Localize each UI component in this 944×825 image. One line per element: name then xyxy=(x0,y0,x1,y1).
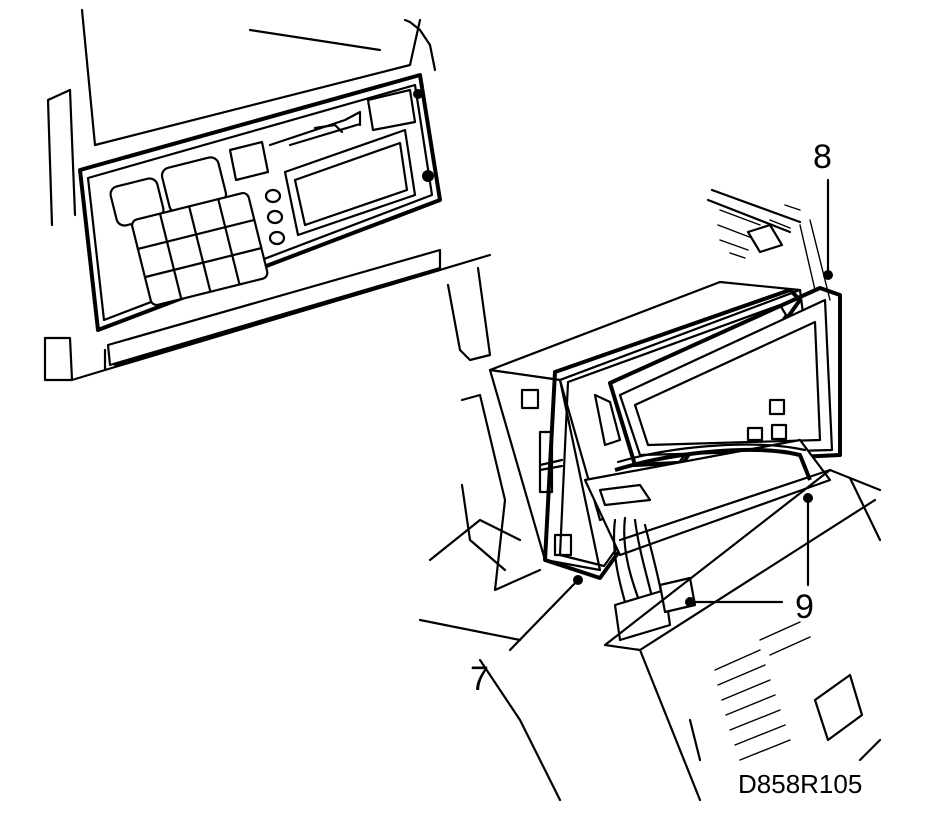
callout-7-leader xyxy=(508,578,580,652)
radio-faceplate xyxy=(78,73,442,332)
callout-9: 9 xyxy=(795,588,814,626)
dashboard-view xyxy=(43,8,492,382)
callout-9-dot xyxy=(803,493,813,503)
callout-9-dot xyxy=(685,597,695,607)
callout-7: 7 xyxy=(470,660,489,698)
radio-knob xyxy=(228,140,270,182)
console-vent xyxy=(714,621,811,761)
keypad xyxy=(131,191,269,307)
callout-8: 8 xyxy=(813,138,832,176)
radio-removal-view xyxy=(418,178,882,802)
radio-knob xyxy=(366,88,417,132)
display-unit xyxy=(608,286,842,467)
callout-8-dot xyxy=(823,270,833,280)
callout-7-dot xyxy=(573,575,583,585)
figure-code: D858R105 xyxy=(738,769,862,799)
radio-display xyxy=(283,128,417,237)
vent-slats xyxy=(717,204,831,301)
